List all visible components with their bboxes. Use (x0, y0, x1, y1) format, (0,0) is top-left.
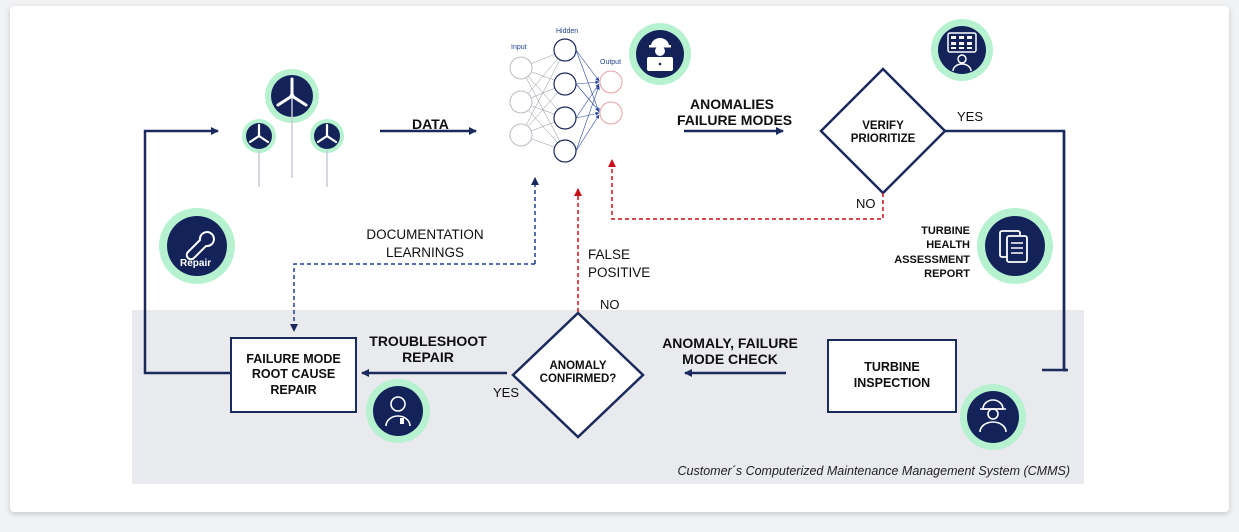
documents-icon (977, 208, 1053, 284)
turbine-inspection-box: TURBINE INSPECTION (827, 339, 957, 413)
troubleshoot-label: TROUBLESHOOT REPAIR (369, 333, 487, 366)
nn-hidden-label: Hidden (556, 28, 579, 35)
arrow-loop-back (143, 127, 230, 375)
mode-check-label: ANOMALY, FAILURE MODE CHECK (662, 335, 798, 368)
arrow-documentation (290, 263, 535, 332)
yes-bottom-label: YES (493, 385, 520, 400)
documentation-label: DOCUMENTATION LEARNINGS (366, 227, 484, 260)
nn-input-label: Input (511, 44, 527, 51)
nn-output-label: Output (600, 59, 622, 66)
yes-top-label: YES (957, 109, 984, 124)
false-positive-label: FALSE POSITIVE (588, 247, 651, 280)
verify-label: VERIFY PRIORITIZE (850, 120, 916, 146)
engineer-laptop-icon (629, 23, 691, 85)
no-verify-label: NO (856, 196, 876, 211)
anomaly-confirmed-label: ANOMALY CONFIRMED? (539, 360, 617, 386)
wrench-repair-icon (159, 208, 235, 284)
arrow-no-verify (608, 159, 884, 220)
failure-mode-box: FAILURE MODE ROOT CAUSE REPAIR (230, 337, 357, 413)
repair-icon-text: Repair (180, 258, 212, 269)
no-anomaly-label: NO (600, 297, 620, 312)
data-label: DATA (412, 116, 449, 132)
dashboard-operator-icon (931, 19, 993, 81)
cmms-caption: Customer´s Computerized Maintenance Mana… (677, 464, 1071, 478)
wind-turbine-icon (242, 69, 344, 187)
technician-icon (366, 379, 430, 443)
anomaly-confirmed-diamond (511, 311, 645, 439)
anomalies-label: ANOMALIES FAILURE MODES (677, 96, 793, 129)
helmet-worker-icon (960, 384, 1026, 450)
report-label: TURBINE HEALTH ASSESSMENT REPORT (894, 225, 970, 280)
